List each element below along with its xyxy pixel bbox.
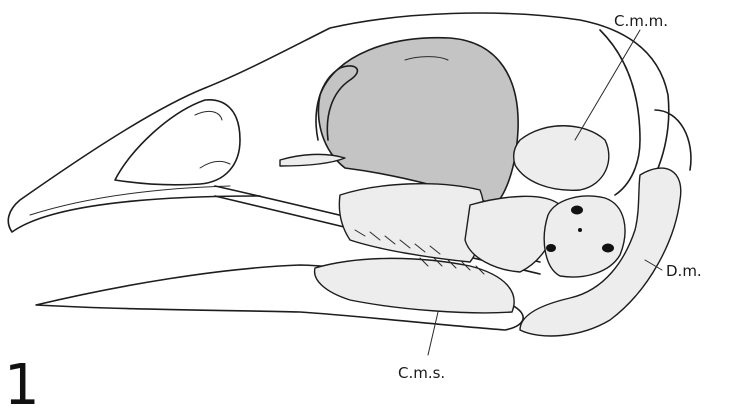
quadrate-foramen-4: [578, 228, 582, 232]
pterygoid-muscle: [339, 184, 484, 262]
muscle-cms: [315, 258, 515, 312]
label-cms: C.m.s.: [398, 364, 445, 382]
upper-beak-inner-line: [30, 186, 230, 215]
leader-cms: [428, 312, 438, 355]
label-dm: D.m.: [666, 262, 702, 280]
quadrate-foramen-1: [571, 206, 583, 215]
nasal-opening: [115, 100, 240, 185]
lacrimal-process: [280, 154, 345, 166]
quadrate-bone: [544, 196, 625, 277]
orbit: [318, 38, 518, 205]
quadrate-foramen-3: [546, 244, 556, 252]
leader-cmm: [575, 30, 640, 140]
quadrate-foramen-2: [602, 244, 614, 253]
figure-number: 1: [4, 353, 40, 414]
nasal-inner-line: [195, 111, 222, 120]
muscle-cmm: [514, 126, 609, 191]
label-cmm: C.m.m.: [614, 12, 668, 30]
nasal-bar: [200, 161, 230, 168]
